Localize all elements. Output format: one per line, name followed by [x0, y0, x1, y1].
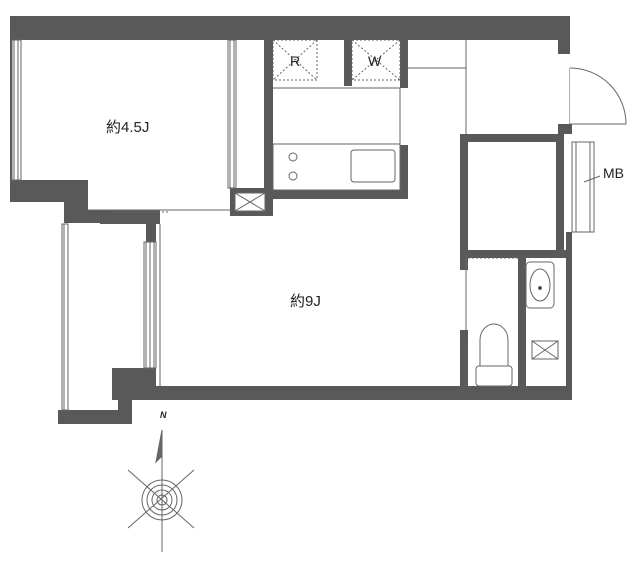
meter-box-left	[234, 192, 266, 212]
fridge-label: R	[290, 53, 301, 69]
meter-box-label: MB	[603, 165, 624, 181]
mb-closet	[571, 141, 601, 233]
entrance-door	[566, 54, 627, 125]
left-windows	[11, 39, 237, 411]
room-label-main: 約9J	[290, 293, 321, 310]
compass-north-label: N	[160, 410, 167, 420]
room-interiors	[21, 40, 566, 386]
kitchen	[272, 39, 467, 191]
room-label-western: 約4.5J	[106, 119, 150, 136]
compass	[127, 429, 195, 552]
meter-box-right	[531, 340, 559, 360]
washer-label: W	[368, 53, 382, 69]
bathroom	[465, 257, 555, 387]
